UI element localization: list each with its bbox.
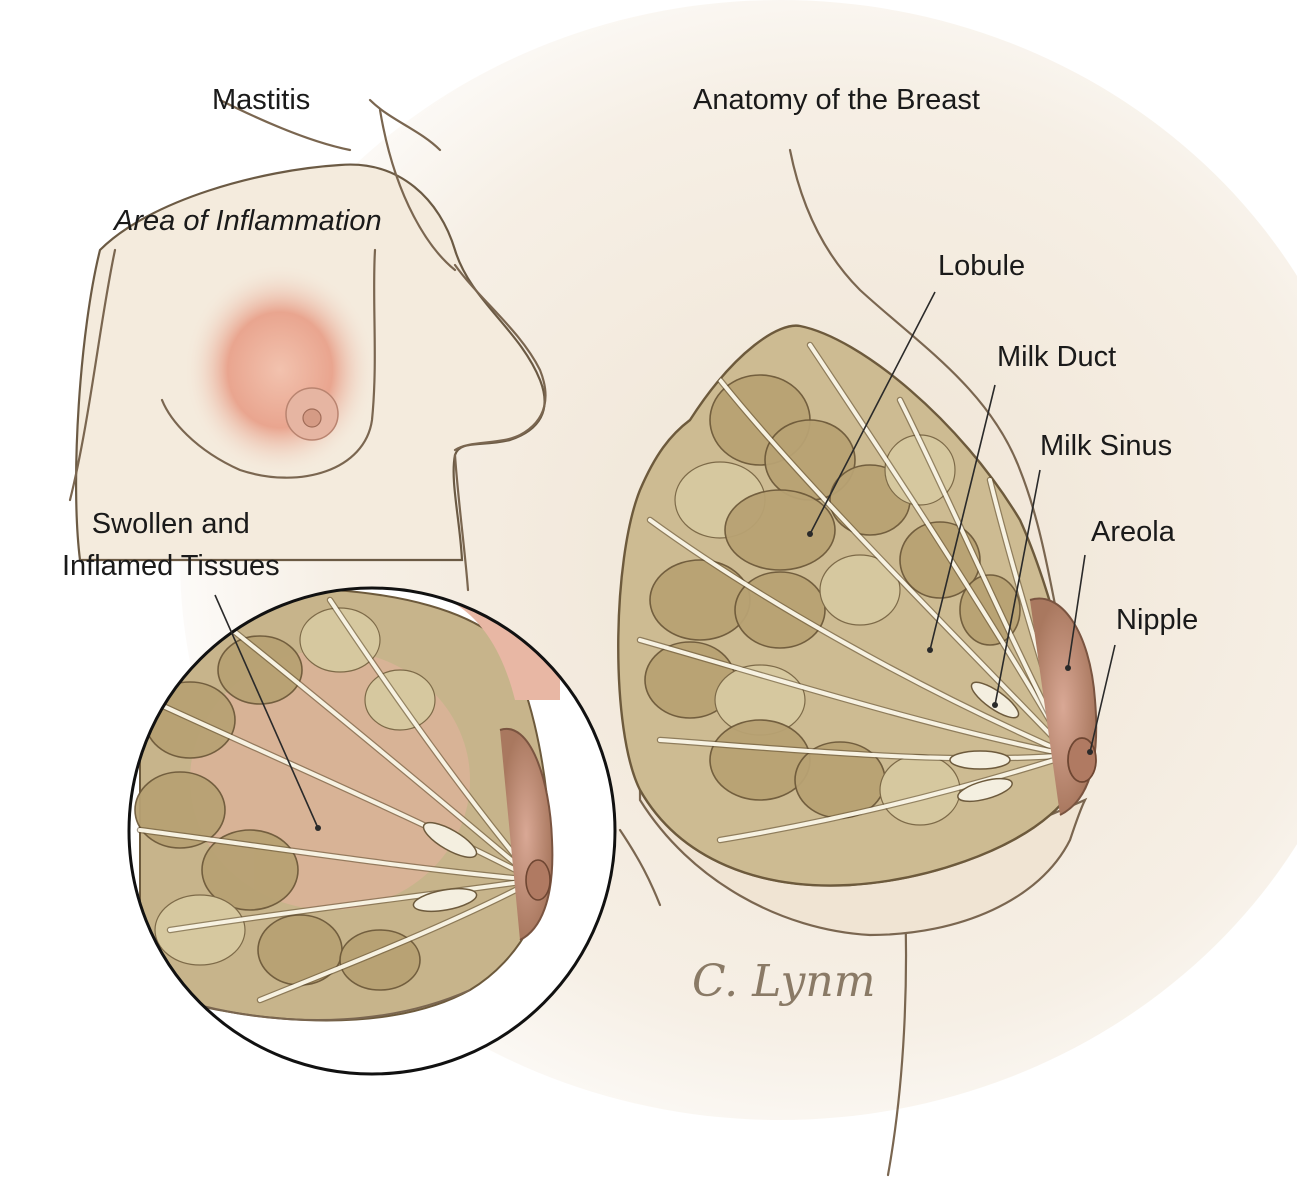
magnifier-ring <box>127 586 617 1076</box>
label-lobule: Lobule <box>938 250 1026 282</box>
leader-swollen-tissues <box>214 594 319 829</box>
artist-signature: C. Lynm <box>692 956 876 1007</box>
leader-lobule <box>809 291 936 535</box>
milk-sinuses-right <box>949 681 1020 803</box>
leader-nipple <box>1089 644 1116 753</box>
nipple-right <box>1067 737 1097 783</box>
label-areola: Areola <box>1091 516 1175 548</box>
inflamed-area <box>185 265 375 475</box>
title-mastitis: Mastitis <box>212 84 311 116</box>
label-swollen-inflamed-tissues: Swollen and Inflamed Tissues <box>62 508 280 583</box>
label-milk-sinus: Milk Sinus <box>1040 430 1173 462</box>
leader-milk-sinus <box>994 469 1041 706</box>
label-nipple: Nipple <box>1116 604 1199 636</box>
label-milk-duct: Milk Duct <box>997 341 1117 373</box>
mastitis-torso-figure <box>68 98 547 592</box>
breast-cross-section <box>617 148 1098 1177</box>
left-nipple <box>302 408 322 428</box>
leader-areola <box>1067 554 1086 669</box>
title-anatomy: Anatomy of the Breast <box>693 84 980 116</box>
label-area-of-inflammation: Area of Inflammation <box>114 205 382 237</box>
leader-lines <box>214 291 1116 831</box>
magnified-inflamed-tissue <box>127 586 617 1076</box>
leader-milk-duct <box>929 384 996 651</box>
